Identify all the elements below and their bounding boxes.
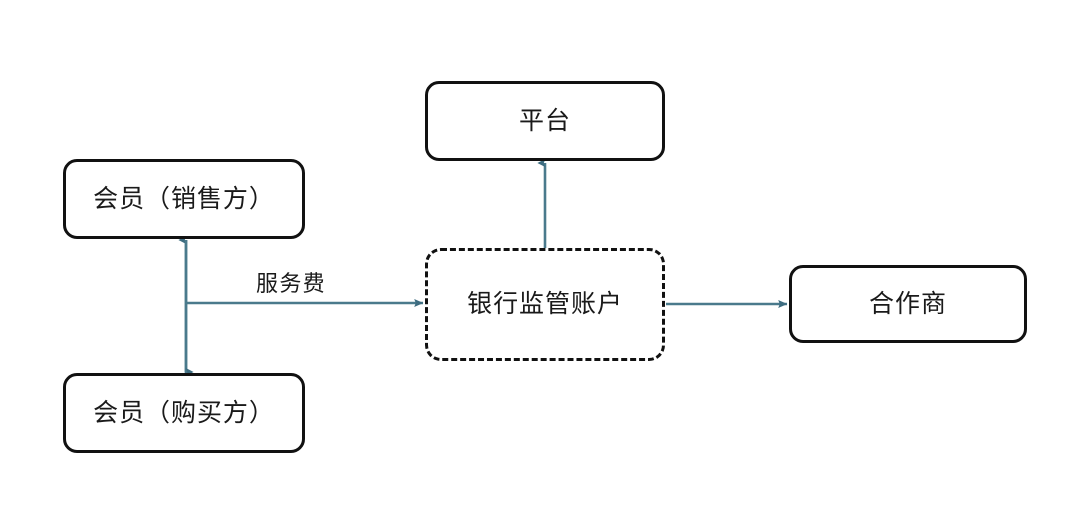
node-partner[interactable]: 合作商: [789, 265, 1027, 343]
node-member-seller-label: 会员（销售方）: [93, 185, 275, 213]
node-bank-account[interactable]: 银行监管账户: [425, 248, 665, 361]
node-member-buyer[interactable]: 会员（购买方）: [63, 373, 305, 453]
node-bank-account-label: 银行监管账户: [467, 291, 623, 318]
node-partner-label: 合作商: [869, 290, 947, 318]
node-platform-label: 平台: [519, 107, 571, 135]
node-member-seller[interactable]: 会员（销售方）: [63, 159, 305, 239]
node-platform[interactable]: 平台: [425, 81, 665, 161]
edge-label-service-fee: 服务费: [256, 271, 326, 296]
node-member-buyer-label: 会员（购买方）: [93, 399, 275, 427]
